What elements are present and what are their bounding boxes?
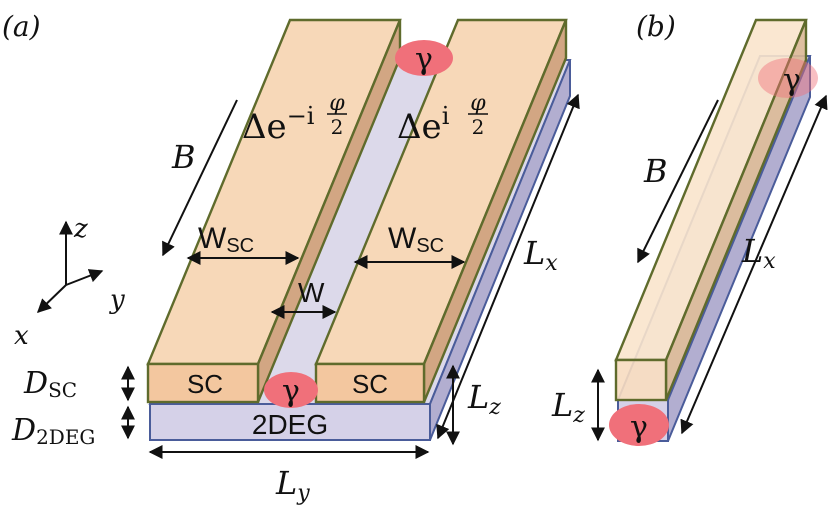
phase-label-left: Δe−i φ 2 (242, 91, 347, 147)
majorana-bottom-b: γ (609, 404, 669, 446)
svg-text:γ: γ (282, 374, 300, 409)
sc-right-label: SC (352, 369, 388, 399)
gap-width-label: W (298, 277, 325, 308)
svg-text:2: 2 (472, 115, 485, 139)
svg-text:γ: γ (415, 42, 433, 77)
svg-text:x: x (14, 321, 29, 351)
sc-left-front-face (146, 362, 260, 404)
ly-label: Ly (275, 464, 310, 506)
lz-label: Lz (467, 378, 501, 420)
coordinate-axes: z y x (14, 214, 125, 351)
panel-a: γ γ Δe−i φ 2 Δei φ 2 B WSC WSC W (2, 10, 580, 506)
panel-b-tag: (b) (636, 10, 676, 43)
svg-text:z: z (73, 214, 88, 244)
panel-a-tag: (a) (2, 10, 41, 43)
svg-text:γ: γ (630, 410, 648, 445)
field-label-a: B (171, 138, 196, 176)
field-label-b: B (643, 152, 668, 190)
sc-right-front-face (314, 362, 426, 404)
lx-arrow-b (680, 94, 828, 435)
wsc-left-label: WSC (198, 222, 254, 257)
lx-label-b: Lx (741, 232, 776, 274)
svg-text:y: y (109, 285, 125, 315)
2deg-label: 2DEG (252, 409, 328, 440)
panel-b: γ γ B Lx Lz (b) (551, 10, 828, 446)
lx-arrow (436, 93, 580, 440)
field-arrow-a (162, 99, 238, 257)
svg-text:φ: φ (329, 91, 345, 116)
d-sc-label: DSC (23, 366, 77, 402)
majorana-top-b: γ (758, 58, 818, 98)
svg-text:Δe−i: Δe−i (242, 102, 315, 147)
lx-label: Lx (523, 234, 558, 276)
majorana-bottom-a: γ (264, 372, 318, 409)
majorana-top-a: γ (395, 40, 453, 77)
svg-text:φ: φ (470, 91, 486, 116)
d-2deg-label: D2DEG (11, 413, 95, 449)
svg-text:2: 2 (331, 115, 344, 139)
sc-left-label: SC (187, 369, 223, 399)
lz-label-b: Lz (551, 386, 585, 428)
svg-text:γ: γ (783, 63, 801, 98)
